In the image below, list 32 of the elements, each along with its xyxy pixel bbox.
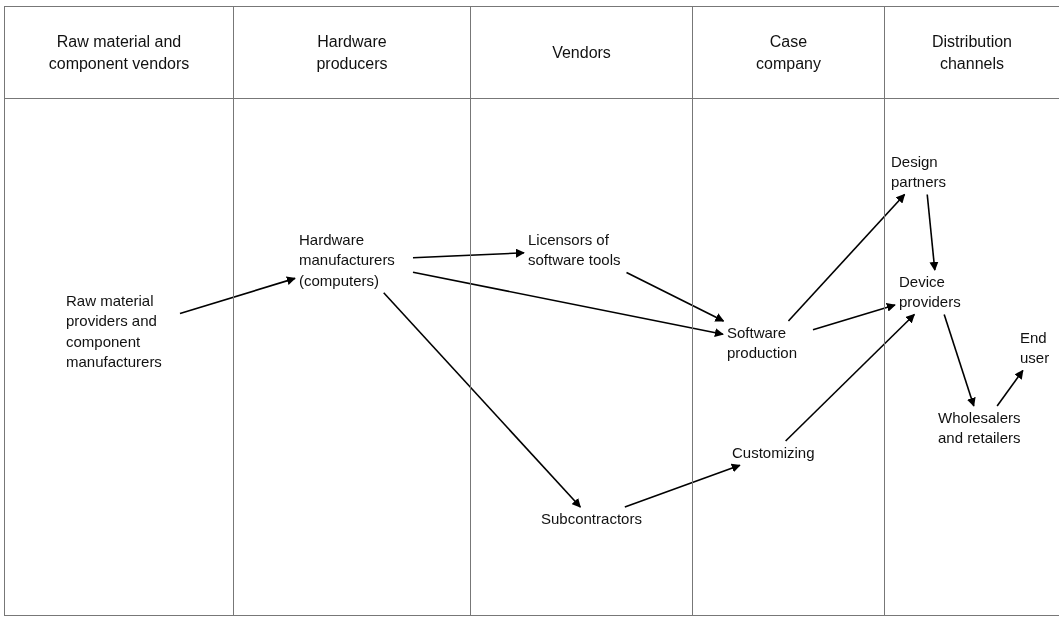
flow-label: Wholesalers and retailers xyxy=(938,408,1024,449)
lane-header: Raw material and component vendors xyxy=(47,31,191,74)
flow-label: End user xyxy=(1020,328,1058,369)
arrow xyxy=(926,193,939,271)
arrow xyxy=(412,248,525,259)
arrow xyxy=(382,291,582,508)
arrow xyxy=(996,369,1024,407)
flow-label: Design partners xyxy=(891,152,959,193)
swimlane xyxy=(692,6,884,616)
lane-header: Case company xyxy=(755,31,822,74)
arrow xyxy=(412,271,724,338)
arrow xyxy=(787,193,906,322)
flow-label: Subcontractors xyxy=(541,509,642,530)
flow-label: Device providers xyxy=(899,272,975,313)
arrow xyxy=(625,271,725,322)
flow-label: Licensors of software tools xyxy=(528,230,636,271)
lane-header: Vendors xyxy=(552,42,611,63)
swimlane xyxy=(233,6,470,616)
lane-header: Distribution channels xyxy=(931,31,1013,74)
arrow xyxy=(943,313,976,407)
arrow xyxy=(179,276,296,315)
flow-label: Hardware manufacturers (computers) xyxy=(299,230,409,291)
arrow xyxy=(784,313,916,442)
flow-label: Customizing xyxy=(732,443,815,464)
swimlane xyxy=(4,6,233,616)
lane-header: Hardware producers xyxy=(315,31,389,74)
flow-label: Raw material providers and component manufacturers xyxy=(66,291,176,372)
flow-label: Software production xyxy=(727,323,809,364)
swimlane xyxy=(470,6,692,616)
arrow xyxy=(624,463,741,508)
swimlane xyxy=(884,6,1059,616)
arrow xyxy=(812,302,896,331)
